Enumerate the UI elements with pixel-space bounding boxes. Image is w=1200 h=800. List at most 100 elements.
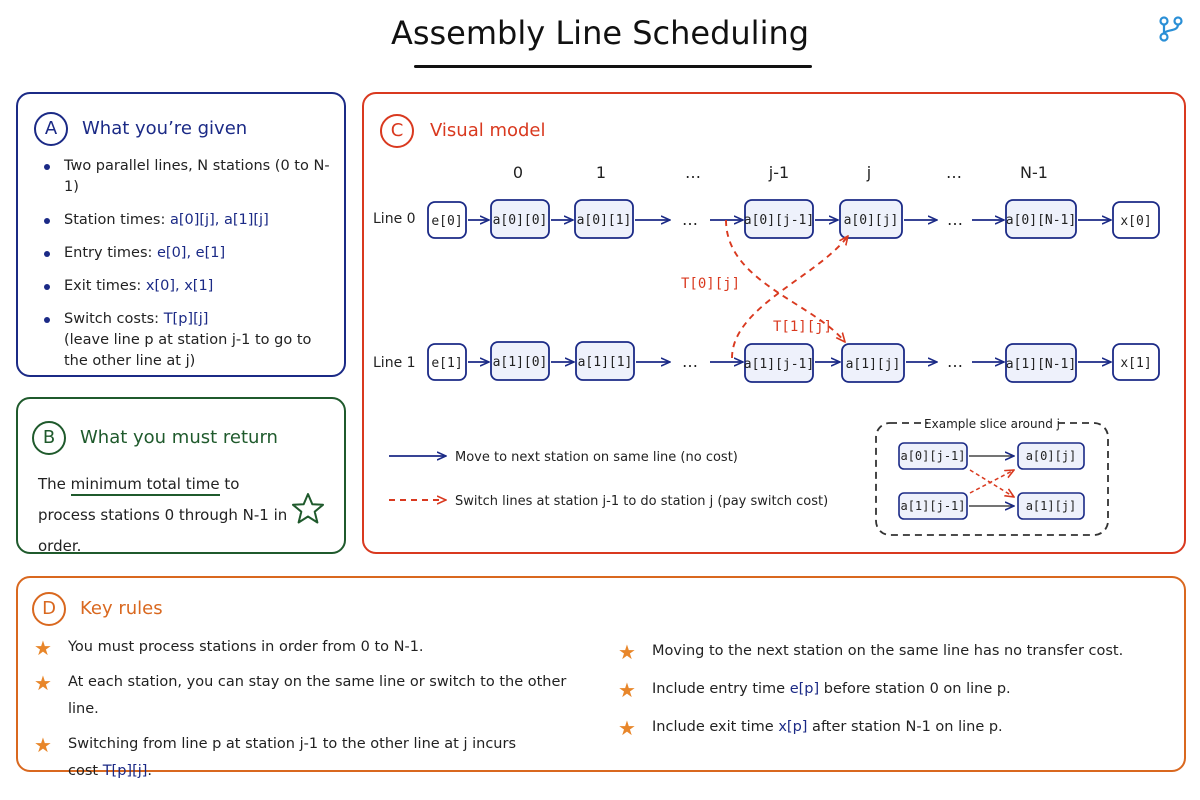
star-icon: ★ — [618, 716, 636, 740]
node-a1-j-1-label: a[1][j-1] — [744, 357, 814, 372]
node-a0-j-1-label: a[0][j-1] — [744, 213, 814, 228]
panel-visual-model: C Visual model — [362, 92, 1186, 554]
column-label-n-minus-1: N-1 — [1020, 163, 1048, 182]
return-description: The minimum total time to process statio… — [38, 469, 298, 562]
bullet-icon — [44, 164, 50, 170]
bullet-icon — [44, 218, 50, 224]
rule-item: ★ Include exit time x[p] after station N-… — [618, 714, 1178, 741]
node-a0-j — [839, 199, 903, 239]
rule-text: Include entry time — [652, 681, 790, 697]
git-branch-icon — [1159, 16, 1183, 42]
list-item-label: Station times: — [64, 212, 170, 228]
example-node-a0-j-label: a[0][j] — [1026, 449, 1077, 463]
list-item-note: (leave line p at station j-1 to go to th… — [64, 332, 312, 369]
example-node-a1-j — [1017, 492, 1085, 520]
rules-right: ★Moving to the next station on the same … — [618, 638, 1178, 749]
line-1-label: Line 1 — [373, 355, 416, 371]
example-solid-arrows — [969, 456, 1014, 506]
line-0-label: Line 0 — [373, 211, 416, 227]
return-underlined: minimum total time — [70, 475, 220, 496]
rule-code: e[p] — [789, 681, 820, 697]
panel-a-heading: What you’re given — [82, 118, 248, 139]
bullet-icon — [44, 284, 50, 290]
star-icon: ★ — [34, 671, 52, 695]
list-item: Station times: a[0][j], a[1][j] — [40, 210, 335, 231]
legend-solid-text: Move to next station on same line (no co… — [455, 450, 738, 465]
node-a0-n-1 — [1005, 199, 1077, 239]
star-icon: ★ — [34, 636, 52, 660]
line-0-ellipsis-1: … — [682, 210, 698, 229]
line-0-ellipsis-2: … — [947, 210, 963, 229]
panel-key-rules: D Key rules ★You must process stations i… — [16, 576, 1186, 779]
list-item-code: x[0], x[1] — [145, 278, 214, 294]
star-icon: ★ — [618, 678, 636, 702]
example-node-a0-j-1 — [898, 442, 968, 470]
rule-item: ★ Include entry time e[p] before station … — [618, 676, 1178, 703]
node-a1-j-label: a[1][j] — [846, 357, 901, 372]
list-item: Exit times: x[0], x[1] — [40, 276, 335, 297]
rule-item: ★You must process stations in order from… — [34, 634, 594, 661]
panel-d-badge: D — [32, 592, 66, 626]
panel-b-heading: What you must return — [80, 427, 278, 448]
list-item-label: Switch costs: — [64, 311, 164, 327]
list-item: Two parallel lines, N stations (0 to N-1… — [40, 156, 335, 198]
line-1-ellipsis-2: … — [947, 352, 963, 371]
rule-text: Include exit time — [652, 719, 779, 735]
rule-text: after station N-1 on line p. — [807, 719, 1003, 735]
rule-text: . — [147, 763, 153, 779]
node-e1 — [427, 343, 467, 381]
column-label-0: 0 — [513, 163, 523, 182]
example-slice-title: Example slice around j — [924, 417, 1060, 431]
node-e0 — [427, 201, 467, 239]
example-node-a0-j — [1017, 442, 1085, 470]
node-x1 — [1112, 343, 1160, 381]
column-label-j-minus-1: j-1 — [768, 163, 789, 182]
bullet-icon — [44, 317, 50, 323]
switch-arrows — [725, 219, 848, 359]
switch-label-t0j: T[0][j] — [681, 276, 740, 292]
panel-given: A What you’re given Two parallel lines, … — [16, 92, 346, 377]
example-switch-arrows — [969, 470, 1014, 497]
panel-a-badge: A — [34, 112, 68, 146]
list-item: Switch costs: T[p][j] (leave line p at st… — [40, 309, 335, 372]
panel-return: B What you must return The minimum total… — [16, 397, 346, 555]
list-item-text: Two parallel lines, N stations (0 to N-1… — [64, 158, 330, 195]
list-item-label: Exit times: — [64, 278, 146, 294]
rule-text: Switching from line p at station j-1 to … — [68, 736, 516, 779]
column-label-j: j — [866, 163, 871, 182]
node-x0-label: x[0] — [1120, 214, 1151, 229]
node-a0-j-label: a[0][j] — [844, 213, 899, 228]
return-text-after: to process stations 0 through N-1 in ord… — [38, 475, 288, 555]
rule-code: x[p] — [778, 719, 808, 735]
legend-dashed-text: Switch lines at station j-1 to do statio… — [455, 494, 828, 509]
example-title-bg — [928, 416, 1056, 432]
node-a0-1-label: a[0][1] — [577, 213, 632, 228]
node-a1-0 — [490, 341, 550, 381]
list-item-code: e[0], e[1] — [157, 245, 226, 261]
column-label-1: 1 — [596, 163, 606, 182]
star-outline-icon — [292, 493, 324, 524]
list-item-label: Entry times: — [64, 245, 157, 261]
panel-c-heading: Visual model — [430, 120, 546, 141]
rule-item: ★At each station, you can stay on the sa… — [34, 669, 594, 723]
rule-item: ★Moving to the next station on the same … — [618, 638, 1178, 665]
node-e1-label: e[1] — [431, 356, 462, 371]
example-node-a1-j-label: a[1][j] — [1026, 499, 1077, 513]
rule-text: before station 0 on line p. — [819, 681, 1011, 697]
list-item-code: a[0][j], a[1][j] — [169, 212, 269, 228]
example-node-a1-j-1-label: a[1][j-1] — [900, 499, 965, 513]
node-x1-label: x[1] — [1120, 356, 1151, 371]
example-node-a1-j-1 — [898, 492, 968, 520]
node-a0-j-1 — [744, 199, 814, 239]
panel-b-badge: B — [32, 421, 66, 455]
switch-label-t1j: T[1][j] — [773, 319, 832, 335]
node-a0-0-label: a[0][0] — [493, 213, 548, 228]
page-title: Assembly Line Scheduling — [390, 14, 810, 52]
list-item-code: T[p][j] — [163, 311, 209, 327]
node-a0-0 — [490, 199, 550, 239]
list-item: Entry times: e[0], e[1] — [40, 243, 335, 264]
node-a1-j-1 — [744, 343, 814, 383]
node-a1-1 — [575, 341, 635, 381]
assembly-line-diagram: 0 1 … j-1 j … N-1 Line 0 Line 1 e[0] a[0… — [373, 163, 1160, 536]
node-a1-j — [841, 343, 905, 383]
